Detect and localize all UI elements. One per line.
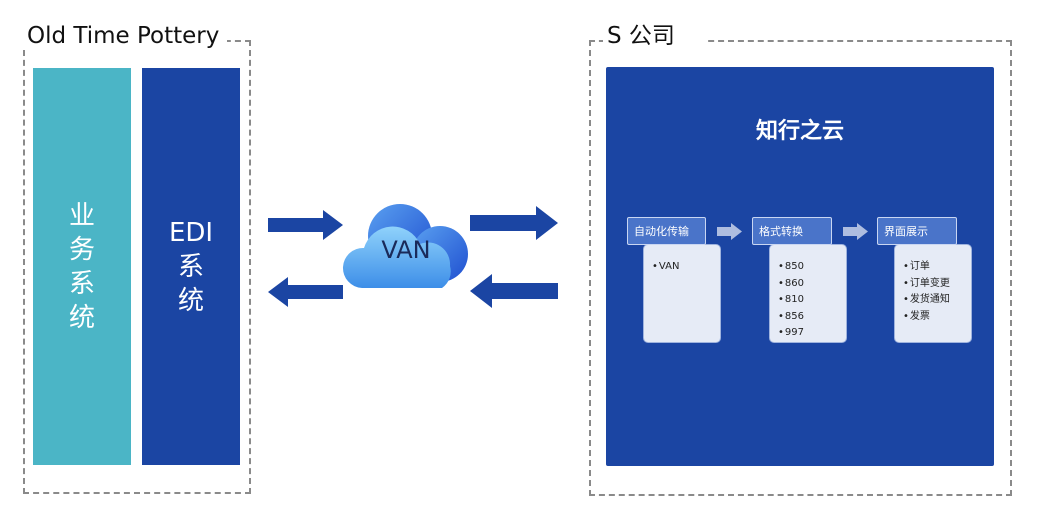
- list-item: 856: [778, 309, 846, 326]
- step-body-format-convert: 850 860 810 856 997: [769, 244, 847, 343]
- s-company-group: [589, 40, 1012, 496]
- van-label: VAN: [381, 236, 431, 264]
- step-body-auto-transfer: VAN: [643, 244, 721, 343]
- panel-title: 知行之云: [755, 119, 844, 144]
- step-head-interface-display: 界面展示: [877, 217, 957, 245]
- list-item: 发货通知: [903, 292, 971, 309]
- list-item: 订单变更: [903, 276, 971, 293]
- arrow-right-icon: [470, 206, 558, 240]
- list-item: 发票: [903, 309, 971, 326]
- step-head-auto-transfer: 自动化传输: [627, 217, 706, 245]
- edi-system-label: 系统: [177, 251, 204, 316]
- arrow-right-icon: [268, 210, 343, 240]
- business-system-label: 业务系统: [68, 200, 95, 333]
- right-group-title: S 公司: [603, 22, 705, 50]
- step-arrow-icon: [843, 223, 868, 240]
- edi-system-column: EDI 系统: [142, 68, 240, 465]
- business-system-column: 业务系统: [33, 68, 131, 465]
- list-item: 997: [778, 325, 846, 342]
- list-item: 850: [778, 259, 846, 276]
- edi-label: EDI: [168, 217, 214, 248]
- list-item: VAN: [652, 259, 720, 276]
- list-item: 订单: [903, 259, 971, 276]
- step-arrow-icon: [717, 223, 742, 240]
- list-item: 810: [778, 292, 846, 309]
- arrow-left-icon: [268, 277, 343, 307]
- arrow-left-icon: [470, 274, 558, 308]
- list-item: 860: [778, 276, 846, 293]
- step-body-interface-display: 订单 订单变更 发货通知 发票: [894, 244, 972, 343]
- cloud-icon: [342, 204, 468, 288]
- step-head-format-convert: 格式转换: [752, 217, 832, 245]
- left-group-title: Old Time Pottery: [23, 22, 228, 50]
